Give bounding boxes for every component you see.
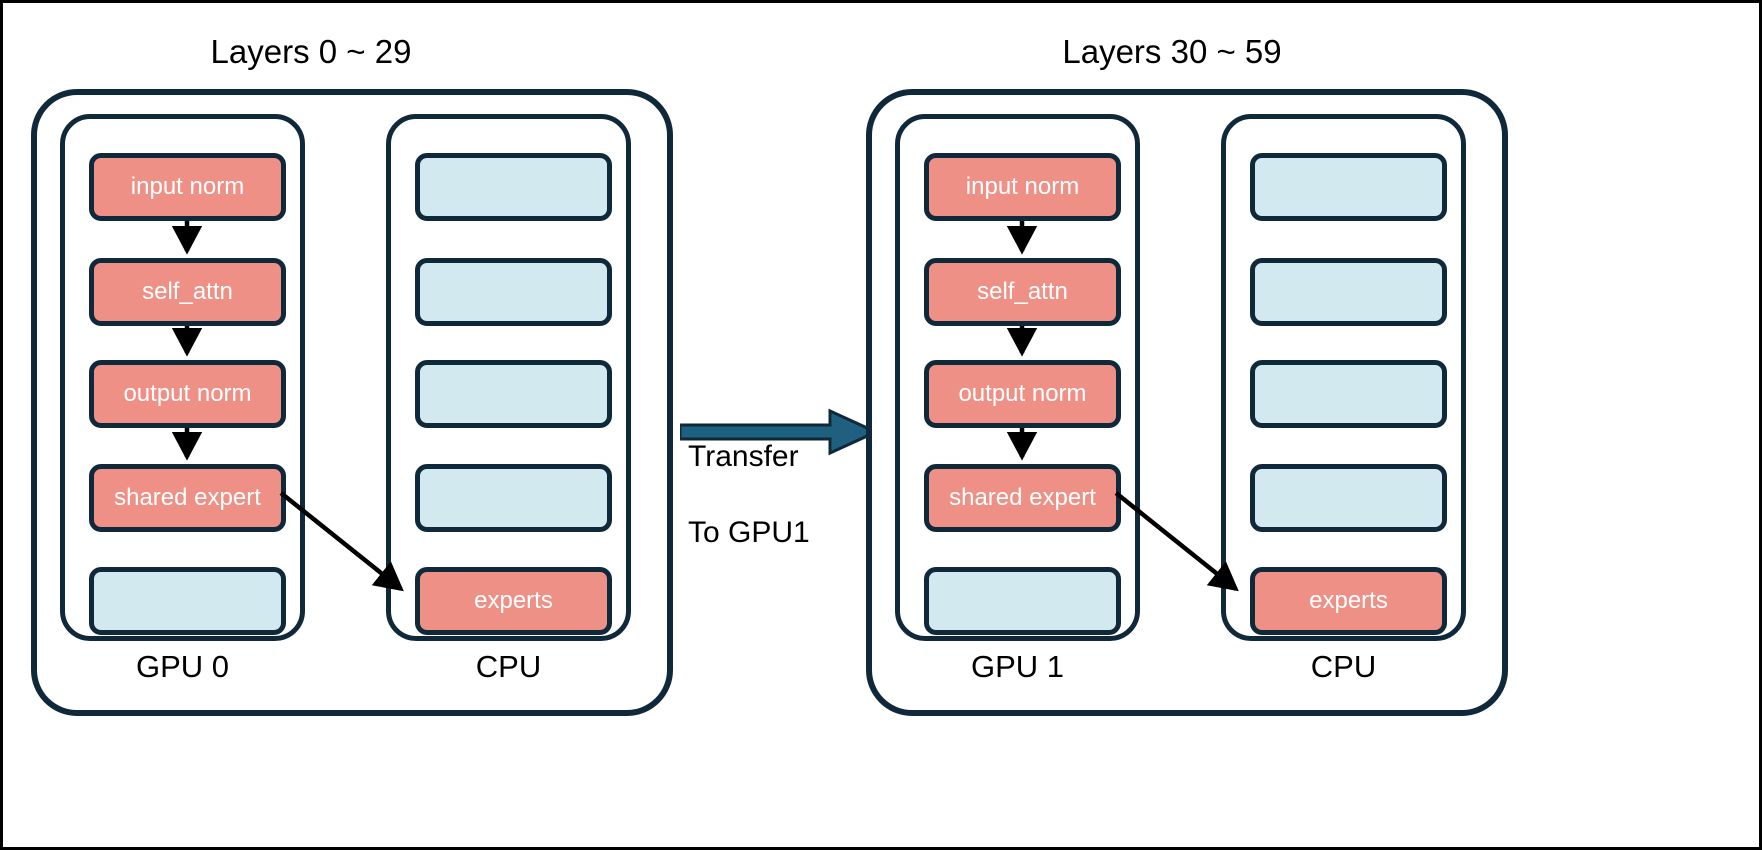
column-label-cpu-left: CPU bbox=[475, 649, 542, 684]
block-input-norm: input norm bbox=[89, 153, 286, 221]
block-experts-cpu-right: experts bbox=[1250, 567, 1447, 635]
block-input-norm-gpu1: input norm bbox=[924, 153, 1121, 221]
block-placeholder-cpu-r1 bbox=[1250, 258, 1447, 326]
block-placeholder-gpu1 bbox=[924, 567, 1121, 635]
block-placeholder-cpu-0 bbox=[415, 153, 612, 221]
column-cpu-right: experts bbox=[1221, 114, 1466, 641]
block-placeholder-gpu0 bbox=[89, 567, 286, 635]
block-self-attn: self_attn bbox=[89, 258, 286, 326]
block-self-attn-gpu1: self_attn bbox=[924, 258, 1121, 326]
block-experts-cpu-left: experts bbox=[415, 567, 612, 635]
transfer-label-line1: Transfer bbox=[688, 440, 799, 473]
block-placeholder-cpu-3 bbox=[415, 464, 612, 532]
transfer-label-line2: To GPU1 bbox=[688, 516, 810, 549]
column-cpu-left: experts bbox=[386, 114, 631, 641]
column-label-gpu-1: GPU 1 bbox=[970, 649, 1065, 684]
column-gpu-1: input norm self_attn output norm shared … bbox=[895, 114, 1140, 641]
panel-layers-0-29: Layers 0 ~ 29 input norm self_attn outpu… bbox=[31, 33, 673, 716]
panel-title-left: Layers 0 ~ 29 bbox=[210, 33, 412, 70]
block-shared-expert-gpu1: shared expert bbox=[924, 464, 1121, 532]
block-placeholder-cpu-r0 bbox=[1250, 153, 1447, 221]
column-label-cpu-right: CPU bbox=[1310, 649, 1377, 684]
column-label-gpu-0: GPU 0 bbox=[135, 649, 230, 684]
block-shared-expert: shared expert bbox=[89, 464, 286, 532]
panel-title-right: Layers 30 ~ 59 bbox=[1062, 33, 1282, 70]
block-placeholder-cpu-2 bbox=[415, 360, 612, 428]
block-placeholder-cpu-1 bbox=[415, 258, 612, 326]
block-placeholder-cpu-r3 bbox=[1250, 464, 1447, 532]
block-output-norm: output norm bbox=[89, 360, 286, 428]
column-gpu-0: input norm self_attn output norm shared … bbox=[60, 114, 305, 641]
transfer-arrow-label: Transfer To GPU1 bbox=[688, 400, 878, 552]
block-placeholder-cpu-r2 bbox=[1250, 360, 1447, 428]
block-output-norm-gpu1: output norm bbox=[924, 360, 1121, 428]
panel-layers-30-59: Layers 30 ~ 59 input norm self_attn outp… bbox=[866, 33, 1508, 716]
